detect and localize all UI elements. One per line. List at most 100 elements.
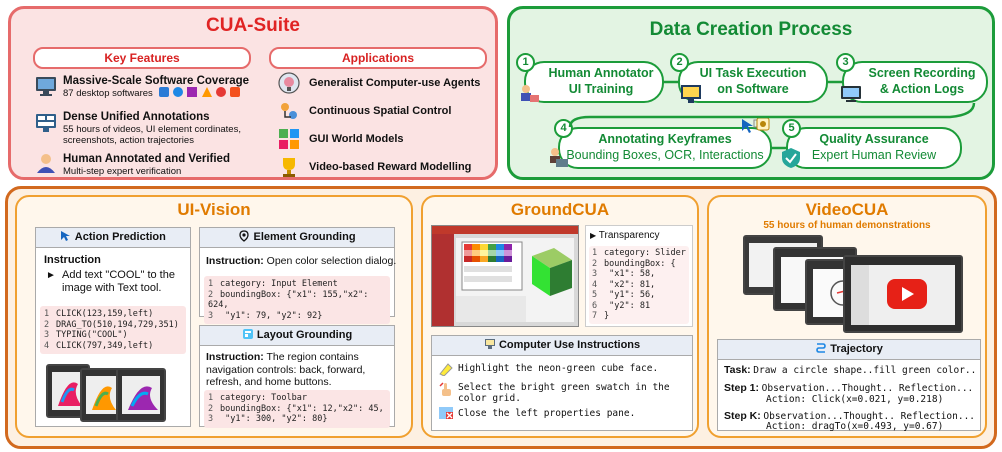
trajectory-step-k-action: Action: dragTo(x=0.493, y=0.67) bbox=[766, 421, 944, 432]
step-1-box: Human Annotator UI Training bbox=[524, 61, 664, 103]
trajectory-card: Trajectory Task: Draw a circle shape..fi… bbox=[717, 339, 981, 432]
play-button-icon[interactable] bbox=[887, 279, 927, 309]
feature-human-verified-sub: Multi-step expert verification bbox=[63, 166, 182, 177]
layout-grounding-card: Layout Grounding Instruction: The region… bbox=[199, 325, 395, 428]
groundcua-element-name: Transparency bbox=[598, 230, 660, 241]
step-2-line2: on Software bbox=[717, 82, 789, 96]
action-instruction-text: Add text "COOL" to the image with Text t… bbox=[62, 269, 175, 295]
software-screenshot bbox=[431, 225, 579, 327]
step-3-number: 3 bbox=[836, 53, 855, 72]
trajectory-path-icon bbox=[816, 343, 826, 353]
layout-grounding-label: Layout Grounding bbox=[256, 329, 353, 341]
app-spatial-control: Continuous Spatial Control bbox=[309, 105, 452, 117]
trajectory-task-label: Task: bbox=[724, 364, 751, 376]
trajectory-head: Trajectory bbox=[718, 340, 980, 360]
ui-task-screen-icon bbox=[681, 85, 701, 103]
cua-suite-title: CUA-Suite bbox=[206, 15, 300, 36]
layout-icon bbox=[242, 329, 253, 339]
action-instruction-line1: Add text "COOL" to the bbox=[62, 269, 175, 281]
annotator-laptop-icon bbox=[550, 148, 568, 167]
computer-use-instructions-label: Computer Use Instructions bbox=[498, 339, 641, 351]
trajectory-step-1: Step 1: Observation...Thought.. Reflecti… bbox=[724, 382, 973, 394]
instruction-item-2: Select the bright green swatch in the bbox=[458, 382, 670, 393]
step-4-line2: Bounding Boxes, OCR, Interactions bbox=[566, 148, 764, 162]
play-triangle-icon: ▶ bbox=[590, 231, 597, 240]
location-pin-icon bbox=[239, 230, 250, 242]
groundcua-code-line: 7} bbox=[592, 311, 610, 321]
step-3-line1: Screen Recording bbox=[868, 66, 976, 80]
step-2-box: UI Task Execution on Software bbox=[678, 61, 828, 103]
groundcua-code-line: 3 "x1": 58, bbox=[592, 269, 656, 279]
software-logos-icon bbox=[159, 87, 240, 97]
step-5-box: Quality Assurance Expert Human Review bbox=[786, 127, 962, 169]
trajectory-label: Trajectory bbox=[830, 343, 883, 355]
layout-instruction-line3: refresh, and home buttons. bbox=[206, 376, 332, 388]
cua-suite-panel: CUA-Suite Key Features Applications Mass… bbox=[8, 6, 498, 180]
trajectory-step-k-line1: Observation...Thought.. Reflection... bbox=[763, 411, 976, 422]
pointing-hand-icon bbox=[439, 382, 451, 396]
feature-dense-annotations-title: Dense Unified Annotations bbox=[63, 111, 210, 123]
feature-human-verified-title: Human Annotated and Verified bbox=[63, 153, 230, 165]
datasets-panel: UI-Vision Action Prediction Instruction … bbox=[5, 186, 997, 449]
element-code-line: 3 "y1": 79, "y2": 92} bbox=[208, 310, 323, 321]
feature-software-coverage-title: Massive-Scale Software Coverage bbox=[63, 75, 250, 87]
app-screenshot-thumbnail bbox=[80, 368, 124, 422]
step-4-line1: Annotating Keyframes bbox=[598, 132, 732, 146]
step-4-number: 4 bbox=[554, 119, 573, 138]
groundcua-code-line: 6 "y2": 81 bbox=[592, 300, 651, 311]
step-5-line2: Expert Human Review bbox=[811, 148, 937, 162]
spatial-control-icon bbox=[281, 103, 297, 119]
agent-brain-icon bbox=[278, 72, 300, 94]
app-gui-world-models: GUI World Models bbox=[309, 133, 404, 145]
layout-instruction: Instruction: The region contains navigat… bbox=[206, 351, 365, 389]
groundcua-code-line: 5 "y1": 56, bbox=[592, 290, 656, 300]
action-prediction-head: Action Prediction bbox=[36, 228, 190, 248]
step-1-line1: Human Annotator bbox=[548, 66, 654, 80]
screen-recording-icon bbox=[841, 86, 861, 102]
layout-instruction-line2: navigation controls: back, forward, bbox=[206, 363, 366, 376]
annotator-training-icon bbox=[521, 85, 539, 102]
close-pane-icon bbox=[439, 407, 453, 419]
trajectory-step-k: Step K: Observation...Thought.. Reflecti… bbox=[724, 410, 975, 422]
element-grounding-label: Element Grounding bbox=[253, 231, 356, 243]
groundcua-element-label: ▶ Transparency bbox=[590, 230, 660, 241]
instruction-item-3: Close the left properties pane. bbox=[458, 408, 636, 419]
groundcua-panel: GroundCUA ▶ bbox=[421, 195, 699, 438]
layout-instruction-label: Instruction: bbox=[206, 351, 264, 363]
key-features-heading: Key Features bbox=[33, 47, 251, 69]
step-5-number: 5 bbox=[782, 119, 801, 138]
reward-trophy-icon bbox=[283, 158, 295, 177]
layout-code-line: 3 "y1": 300, "y2": 80} bbox=[208, 414, 328, 424]
element-instruction: Instruction: Open color selection dialog… bbox=[206, 255, 396, 267]
step-4-box: Annotating Keyframes Bounding Boxes, OCR… bbox=[558, 127, 772, 169]
step-3-line2: & Action Logs bbox=[879, 82, 965, 96]
human-annotator-icon bbox=[37, 154, 55, 173]
feature-dense-annotations-sub2: screenshots, action trajectories bbox=[63, 135, 194, 146]
data-creation-panel: Data Creation Process Human Annotator UI… bbox=[507, 6, 995, 180]
desktop-monitor-icon bbox=[36, 77, 56, 96]
trajectory-step-k-label: Step K: bbox=[724, 410, 761, 422]
computer-icon bbox=[484, 339, 495, 349]
step-3-box: Screen Recording & Action Logs bbox=[842, 61, 988, 103]
computer-use-instructions-card: Computer Use Instructions Highlight the … bbox=[431, 335, 693, 431]
groundcua-code-line: 4 "x2": 81, bbox=[592, 279, 656, 290]
ui-vision-panel: UI-Vision Action Prediction Instruction … bbox=[15, 195, 413, 438]
groundcua-title: GroundCUA bbox=[510, 200, 610, 219]
action-instruction-label: Instruction bbox=[44, 254, 101, 266]
highlighter-icon bbox=[439, 363, 453, 376]
videocua-subtitle: 55 hours of human demonstrations bbox=[763, 220, 931, 231]
instruction-item-1: Highlight the neon-green cube face. bbox=[458, 363, 659, 374]
action-prediction-label: Action Prediction bbox=[74, 231, 166, 243]
videocua-title: VideoCUA bbox=[805, 200, 889, 219]
cursor-icon bbox=[61, 231, 71, 241]
